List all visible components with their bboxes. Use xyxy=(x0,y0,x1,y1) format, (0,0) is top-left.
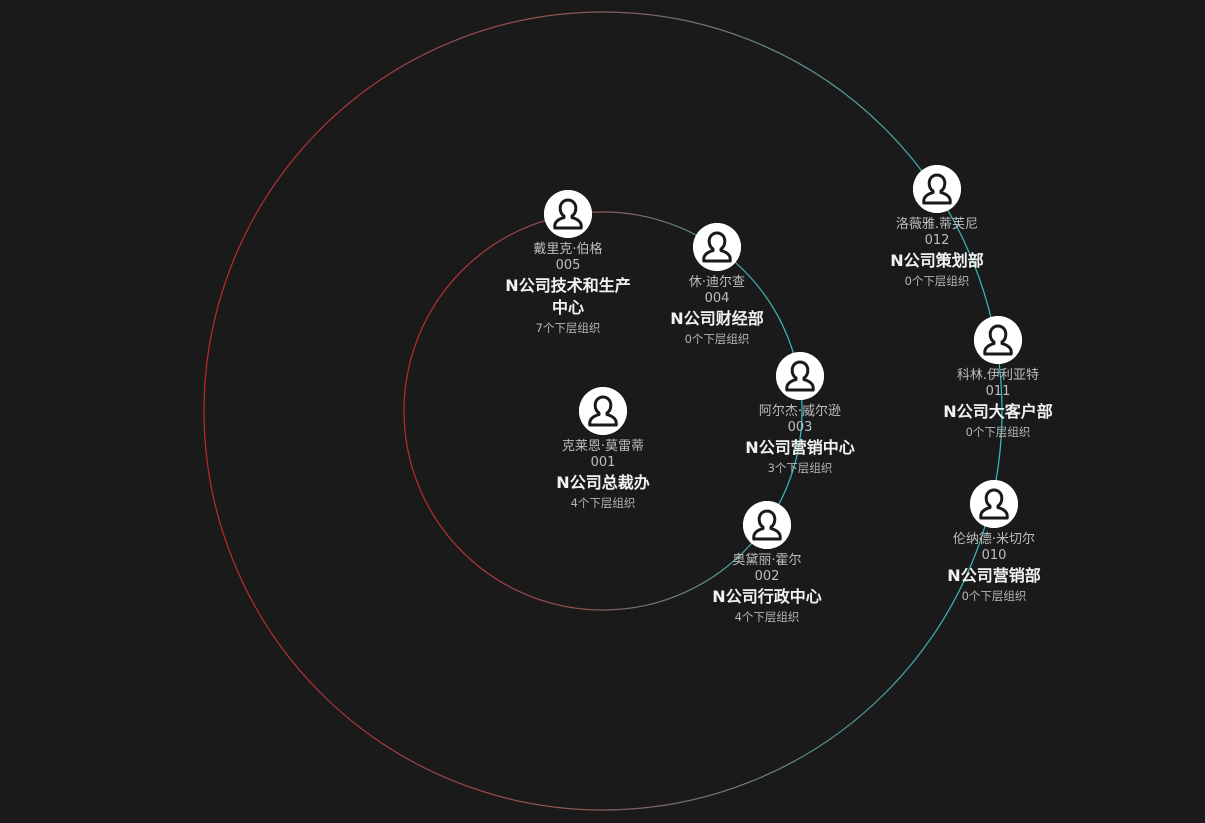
org-node-010[interactable]: 伦纳德·米切尔 010 N公司营销部 0个下层组织 xyxy=(914,480,1074,604)
sub-org-count: 0个下层组织 xyxy=(965,425,1031,439)
user-icon xyxy=(743,501,791,549)
department-name: N公司技术和生产中心 xyxy=(505,276,631,317)
user-icon xyxy=(776,352,824,400)
person-code: 011 xyxy=(985,384,1011,399)
department-name: N公司营销中心 xyxy=(745,438,855,457)
user-icon xyxy=(693,223,741,271)
user-icon xyxy=(913,165,961,213)
sub-org-count: 4个下层组织 xyxy=(570,496,636,510)
person-name: 戴里克·伯格 xyxy=(533,242,603,257)
sub-org-count: 0个下层组织 xyxy=(904,274,970,288)
person-code: 004 xyxy=(704,291,730,306)
sub-org-count: 4个下层组织 xyxy=(734,610,800,624)
person-name: 伦纳德·米切尔 xyxy=(952,532,1036,547)
outer-orbit-ring xyxy=(203,11,1003,811)
org-node-002[interactable]: 奥黛丽·霍尔 002 N公司行政中心 4个下层组织 xyxy=(687,501,847,625)
person-code: 012 xyxy=(924,233,950,248)
org-node-012[interactable]: 洛薇雅.蒂芙尼 012 N公司策划部 0个下层组织 xyxy=(857,165,1017,289)
person-name: 科林.伊利亚特 xyxy=(956,368,1040,383)
org-node-001[interactable]: 克莱恩·莫雷蒂 001 N公司总裁办 4个下层组织 xyxy=(523,387,683,511)
sub-org-count: 0个下层组织 xyxy=(684,332,750,346)
person-code: 002 xyxy=(754,569,780,584)
person-name: 休·迪尔查 xyxy=(688,275,746,290)
sub-org-count: 3个下层组织 xyxy=(767,461,833,475)
department-name: N公司营销部 xyxy=(947,566,1041,585)
org-node-003[interactable]: 阿尔杰·威尔逊 003 N公司营销中心 3个下层组织 xyxy=(720,352,880,476)
department-name: N公司总裁办 xyxy=(556,473,650,492)
user-icon xyxy=(974,316,1022,364)
user-icon xyxy=(544,190,592,238)
person-name: 奥黛丽·霍尔 xyxy=(732,553,802,568)
org-node-005[interactable]: 戴里克·伯格 005 N公司技术和生产中心 7个下层组织 xyxy=(488,190,648,336)
inner-orbit-ring xyxy=(403,211,803,611)
person-name: 阿尔杰·威尔逊 xyxy=(758,404,842,419)
person-code: 001 xyxy=(590,455,616,470)
department-name: N公司策划部 xyxy=(890,251,984,270)
person-name: 洛薇雅.蒂芙尼 xyxy=(895,217,979,232)
department-name: N公司大客户部 xyxy=(943,402,1053,421)
person-name: 克莱恩·莫雷蒂 xyxy=(561,439,645,454)
org-node-011[interactable]: 科林.伊利亚特 011 N公司大客户部 0个下层组织 xyxy=(918,316,1078,440)
department-name: N公司行政中心 xyxy=(712,587,822,606)
sub-org-count: 7个下层组织 xyxy=(535,321,601,335)
department-name: N公司财经部 xyxy=(670,309,764,328)
person-code: 005 xyxy=(555,258,581,273)
user-icon xyxy=(970,480,1018,528)
person-code: 010 xyxy=(981,548,1007,563)
org-node-004[interactable]: 休·迪尔查 004 N公司财经部 0个下层组织 xyxy=(637,223,797,347)
person-code: 003 xyxy=(787,420,813,435)
user-icon xyxy=(579,387,627,435)
sub-org-count: 0个下层组织 xyxy=(961,589,1027,603)
